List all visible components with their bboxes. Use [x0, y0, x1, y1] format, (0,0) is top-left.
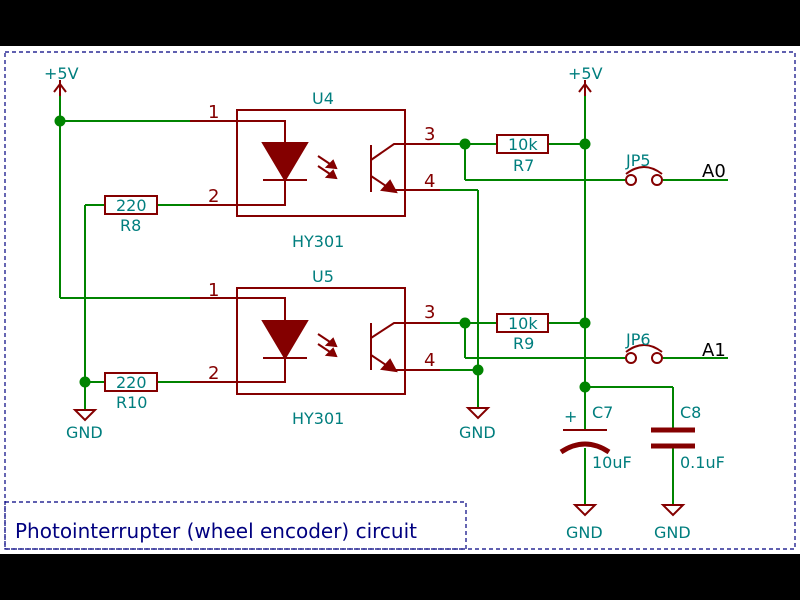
svg-text:R10: R10	[116, 393, 147, 412]
gnd-symbol-u-out: GND	[459, 407, 496, 442]
svg-text:JP5: JP5	[625, 151, 651, 170]
svg-text:+5V: +5V	[568, 64, 603, 83]
u4-photointerrupter: U4 1 2 3 4 HY301	[190, 89, 440, 251]
gnd-symbol-c8: GND	[654, 504, 691, 542]
svg-text:10k: 10k	[508, 314, 538, 333]
junction-dot	[459, 317, 471, 329]
junction-dot	[79, 376, 91, 388]
svg-text:2: 2	[208, 186, 219, 207]
svg-text:R9: R9	[513, 334, 534, 353]
light-emission-icon	[317, 333, 338, 358]
svg-text:C7: C7	[592, 403, 613, 422]
gnd-symbol-c7: GND	[566, 504, 603, 542]
junction-dot	[459, 138, 471, 150]
gnd-symbol-r10: GND	[66, 409, 103, 442]
svg-text:1: 1	[208, 102, 219, 123]
u5-photointerrupter: U5 1 2 3 4 HY301	[190, 267, 440, 428]
u5-body	[236, 287, 406, 395]
junction-dot	[579, 381, 591, 393]
junctions	[54, 115, 591, 393]
svg-text:220: 220	[116, 196, 147, 215]
svg-text:GND: GND	[654, 523, 691, 542]
jumper-jp6: JP6 A1	[625, 330, 726, 364]
svg-text:R8: R8	[120, 216, 141, 235]
svg-text:3: 3	[424, 302, 435, 323]
svg-text:HY301: HY301	[292, 232, 344, 251]
svg-text:1: 1	[208, 280, 219, 301]
vcc-symbol-right: +5V	[568, 64, 603, 96]
svg-text:HY301: HY301	[292, 409, 344, 428]
svg-text:GND: GND	[66, 423, 103, 442]
svg-text:+5V: +5V	[44, 64, 79, 83]
svg-text:U4: U4	[312, 89, 334, 108]
u4-body	[236, 109, 406, 217]
resistor-r9: 10k R9	[496, 313, 549, 353]
capacitor-c7: + C7 10uF	[559, 403, 632, 472]
resistor-r10: 220 R10	[104, 372, 158, 412]
svg-text:+: +	[564, 407, 577, 426]
net-label-a0: A0	[702, 161, 726, 182]
junction-dot	[472, 364, 484, 376]
svg-text:0.1uF: 0.1uF	[680, 453, 725, 472]
led-diode-icon	[261, 320, 309, 360]
svg-text:4: 4	[424, 350, 435, 371]
junction-dot	[54, 115, 66, 127]
svg-text:C8: C8	[680, 403, 701, 422]
jumper-jp5: JP5 A0	[625, 151, 726, 186]
svg-text:GND: GND	[566, 523, 603, 542]
phototransistor-icon	[370, 143, 405, 194]
svg-text:JP6: JP6	[625, 330, 651, 349]
svg-text:10uF: 10uF	[592, 453, 632, 472]
junction-dot	[579, 138, 591, 150]
svg-text:3: 3	[424, 124, 435, 145]
svg-text:4: 4	[424, 171, 435, 192]
svg-text:220: 220	[116, 373, 147, 392]
title-block-text: Photointerrupter (wheel encoder) circuit	[15, 519, 417, 543]
light-emission-icon	[317, 155, 338, 180]
title-block-frame	[4, 501, 467, 550]
svg-text:GND: GND	[459, 423, 496, 442]
svg-text:10k: 10k	[508, 135, 538, 154]
svg-text:R7: R7	[513, 156, 534, 175]
led-diode-icon	[261, 142, 309, 182]
sheet-background	[0, 46, 800, 554]
net-label-a1: A1	[702, 340, 726, 361]
svg-text:2: 2	[208, 363, 219, 384]
svg-text:U5: U5	[312, 267, 334, 286]
phototransistor-icon	[370, 322, 405, 373]
vcc-symbol-left: +5V	[44, 64, 79, 96]
capacitor-c8: C8 0.1uF	[651, 403, 725, 472]
junction-dot	[579, 317, 591, 329]
resistor-r7: 10k R7	[496, 134, 549, 175]
wires	[59, 95, 728, 505]
resistor-r8: 220 R8	[104, 195, 158, 235]
